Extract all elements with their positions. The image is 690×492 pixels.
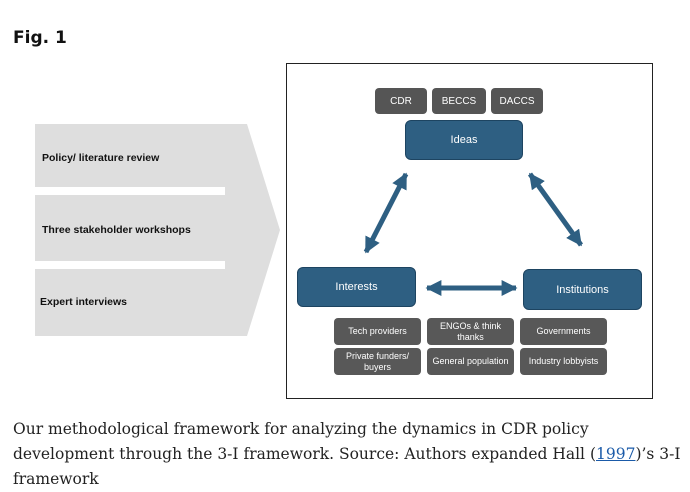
method-expert-interviews: Expert interviews	[40, 296, 127, 308]
actor-governments: Governments	[520, 318, 607, 345]
actor-industry-lobbyists: Industry lobbyists	[520, 348, 607, 375]
arrow-interests-ideas	[363, 172, 409, 254]
actor-engos: ENGOs & think thanks	[427, 318, 514, 345]
actor-private-funders: Private funders/ buyers	[334, 348, 421, 375]
figure-caption: Our methodological framework for analyzi…	[13, 417, 685, 492]
institutions-node: Institutions	[523, 269, 642, 310]
figure-label: Fig. 1	[13, 28, 67, 48]
tag-daccs: DACCS	[491, 88, 543, 114]
divider	[35, 187, 225, 195]
arrow-ideas-institutions	[527, 172, 584, 247]
ideas-node: Ideas	[405, 120, 523, 160]
interests-node: Interests	[297, 267, 416, 307]
tag-beccs: BECCS	[432, 88, 486, 114]
tag-cdr: CDR	[375, 88, 427, 114]
arrows-layer	[363, 172, 584, 297]
actor-general-population: General population	[427, 348, 514, 375]
caption-text: Our methodological framework for analyzi…	[13, 420, 596, 463]
citation-link-1997[interactable]: 1997	[596, 445, 636, 463]
method-stakeholder-workshops: Three stakeholder workshops	[42, 224, 191, 236]
methods-chevron: Policy/ literature review Three stakehol…	[35, 124, 280, 336]
chevron-shape	[35, 124, 280, 336]
divider	[35, 261, 225, 269]
actor-tech-providers: Tech providers	[334, 318, 421, 345]
method-literature-review: Policy/ literature review	[42, 152, 160, 164]
